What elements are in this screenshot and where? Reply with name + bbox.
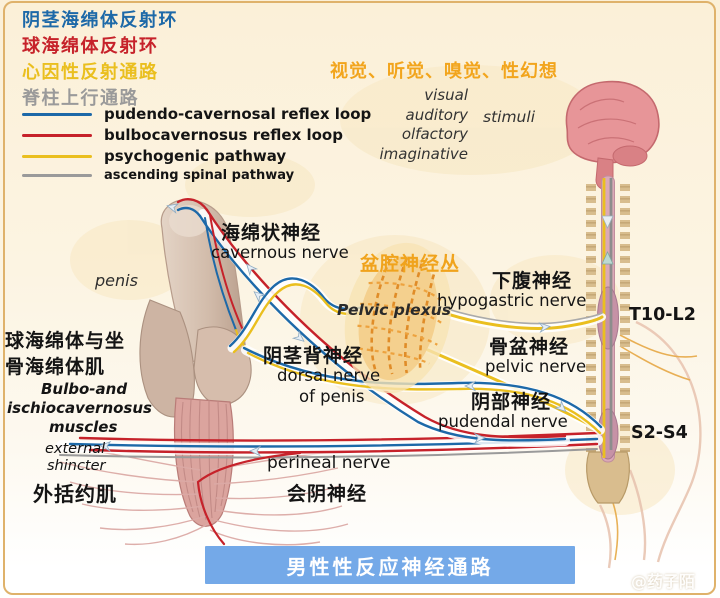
stimuli-type: visual	[424, 86, 468, 104]
pelvic-plexus-en: Pelvic plexus	[337, 301, 451, 319]
brain-illustration	[565, 80, 660, 191]
penis-label: penis	[95, 271, 138, 290]
legend-row-psychogenic: psychogenic pathway	[22, 147, 286, 165]
legend-label: psychogenic pathway	[104, 147, 287, 165]
legend-cn-penile-reflex: 阴茎海绵体反射环	[22, 10, 178, 31]
pelvic-nerve-en: pelvic nerve	[485, 357, 587, 376]
legend-swatch-yellow	[22, 154, 92, 158]
bulbo-muscles-cn-line1: 球海绵体与坐	[5, 330, 126, 352]
legend-row-bulbocavernosus: bulbocavernosus reflex loop	[22, 126, 343, 144]
stimuli-type: auditory	[405, 105, 469, 124]
stimuli-type: imaginative	[379, 144, 468, 163]
watermark-handle: @药子陌	[631, 572, 696, 591]
cavernous-nerve-cn: 海绵状神经	[221, 222, 322, 244]
cavernous-nerve-en: cavernous nerve	[211, 243, 349, 262]
spine-level-s2-s4: S2-S4	[631, 423, 688, 443]
pelvis-outline	[598, 320, 702, 569]
nerve-pathways	[56, 198, 606, 546]
stimuli-title-cn: 视觉、听觉、嗅觉、性幻想	[330, 61, 558, 82]
spinal-cord-illustration	[586, 175, 630, 504]
stimuli-type: olfactory	[401, 125, 468, 143]
dorsal-nerve-en-line2: of penis	[299, 387, 365, 406]
legend-swatch-gray	[22, 174, 92, 177]
legend-label: pudendo-cavernosal reflex loop	[104, 105, 372, 123]
title-banner: 男性性反应神经通路	[205, 546, 575, 584]
legend-cn-psychogenic: 心因性反射通路	[22, 62, 159, 83]
legend-swatch-blue	[22, 112, 92, 116]
pudendal-nerve-en: pudendal nerve	[438, 412, 568, 431]
legend-row-ascending: ascending spinal pathway	[22, 168, 294, 183]
stimuli-types-list: visual auditory olfactory imaginative	[372, 86, 468, 164]
dorsal-nerve-cn: 阴茎背神经	[263, 345, 364, 367]
bulbo-muscles-cn-line2: 骨海绵体肌	[5, 356, 106, 378]
dorsal-nerve-en-line1: dorsal nerve	[277, 366, 381, 385]
bulbo-muscles-en-line2: ischiocavernosus	[7, 399, 152, 417]
weibo-icon	[607, 572, 627, 589]
stimuli-word: stimuli	[483, 108, 535, 126]
sacral-nerve-roots	[611, 334, 698, 561]
legend-label: ascending spinal pathway	[104, 168, 295, 183]
pelvic-plexus-cn: 盆腔神经丛	[360, 253, 461, 275]
external-sphincter-en-line1: external	[45, 441, 106, 457]
spine-level-t10-l2: T10-L2	[629, 305, 696, 325]
pelvic-nerve-cn: 骨盆神经	[489, 336, 570, 358]
hypogastric-nerve-cn: 下腹神经	[492, 270, 573, 292]
perineal-nerve-en: perineal nerve	[267, 453, 391, 473]
pudendal-nerve-cn: 阴部神经	[471, 391, 552, 413]
legend-cn-bulbo-reflex: 球海绵体反射环	[22, 36, 159, 57]
watermark: @药子陌	[605, 568, 695, 592]
legend-row-pudendo-cavernosal: pudendo-cavernosal reflex loop	[22, 105, 371, 123]
bulbo-muscles-en-line3: muscles	[49, 418, 118, 436]
hypogastric-nerve-en: hypogastric nerve	[437, 291, 587, 310]
external-sphincter-en-line2: shincter	[47, 458, 106, 474]
legend-swatch-red	[22, 133, 92, 137]
external-sphincter-cn: 外括约肌	[33, 482, 117, 506]
pelvic-plexus-illustration	[344, 242, 452, 394]
legend-cn-ascending: 脊柱上行通路	[22, 88, 139, 109]
bulbo-muscles-en-line1: Bulbo-and	[41, 380, 128, 398]
perineal-nerve-cn: 会阴神经	[287, 483, 368, 505]
legend-label: bulbocavernosus reflex loop	[104, 126, 343, 144]
